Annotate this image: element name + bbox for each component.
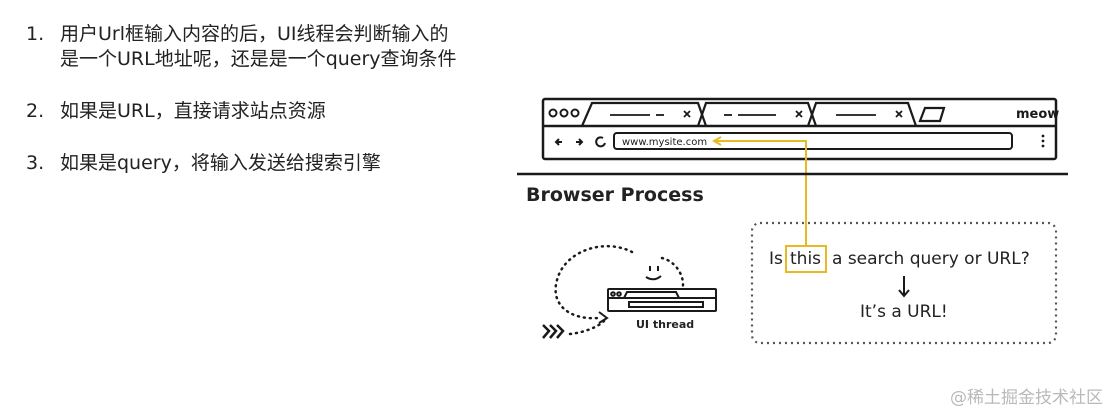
step-number: 1.: [26, 23, 45, 45]
question-prefix: Is: [769, 249, 783, 269]
step-item: 1. 用户Url框输入内容的后，UI线程会判断输入的是一个URL地址呢，还是是一…: [26, 22, 466, 72]
browser-tabs: [580, 101, 946, 127]
browser-brand: meow: [1016, 107, 1059, 122]
smile-face-icon: [645, 266, 662, 281]
address-bar-url: www.mysite.com: [622, 137, 707, 148]
thread-label: UI thread: [636, 318, 694, 331]
step-number: 3.: [26, 152, 45, 174]
thread-loop-bottom: [568, 316, 608, 336]
thread-loop-right: [660, 256, 685, 292]
nav-icons: [554, 136, 606, 148]
answer-text: It’s a URL!: [860, 302, 948, 322]
mini-browser-icon: [607, 288, 717, 312]
watermark: @稀土掘金技术社区: [950, 388, 1103, 408]
decision-box: [750, 221, 1058, 345]
window-controls: [548, 108, 580, 118]
section-title: Browser Process: [526, 184, 704, 206]
thread-arrowhead: [598, 311, 609, 324]
tab-close-icon: [683, 110, 903, 118]
question-suffix: a search query or URL?: [832, 249, 1030, 269]
highlight-arrow: [711, 136, 807, 245]
step-item: 3. 如果是query，将输入发送给搜索引擎: [26, 151, 466, 176]
menu-icon: [1041, 134, 1045, 148]
question-highlight-box: [785, 245, 827, 273]
step-text: 用户Url框输入内容的后，UI线程会判断输入的是一个URL地址呢，还是是一个qu…: [60, 23, 457, 70]
motion-lines-icon: [542, 324, 565, 339]
step-list: 1. 用户Url框输入内容的后，UI线程会判断输入的是一个URL地址呢，还是是一…: [26, 22, 466, 203]
step-number: 2.: [26, 100, 45, 122]
step-text: 如果是URL，直接请求站点资源: [60, 100, 326, 122]
question-highlight: this: [790, 249, 821, 269]
step-text: 如果是query，将输入发送给搜索引擎: [60, 152, 381, 174]
address-bar[interactable]: [613, 132, 1013, 150]
down-arrow: [898, 276, 910, 298]
step-item: 2. 如果是URL，直接请求站点资源: [26, 99, 466, 124]
thread-loop-top: [554, 244, 634, 320]
